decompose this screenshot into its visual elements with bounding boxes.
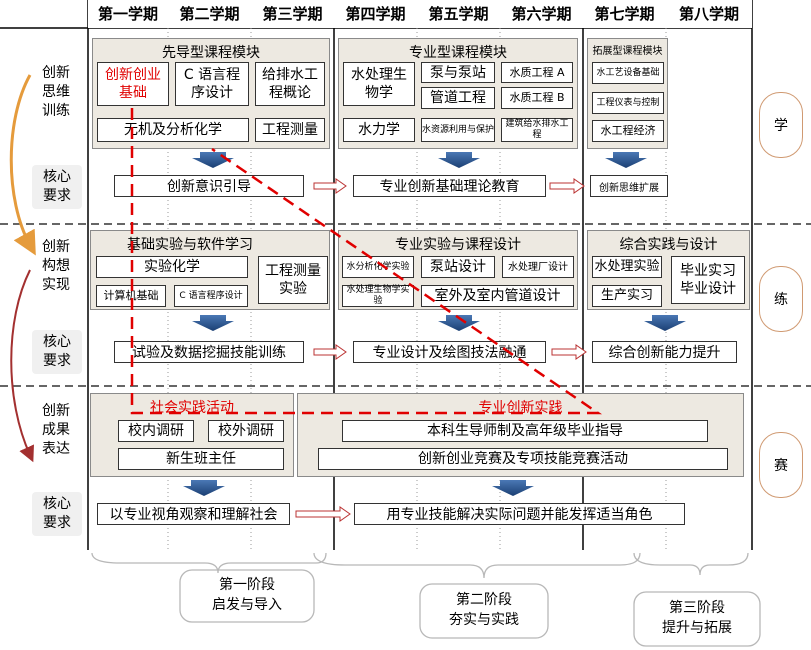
course-c-prog-design: C 语言程序设计 — [174, 285, 248, 307]
phase-3-frame — [633, 591, 761, 647]
course-water-economics: 水工程经济 — [592, 120, 664, 142]
course-water-analysis-exp: 水分析化学实验 — [342, 256, 414, 278]
course-water-bio-exp: 水处理生物学实验 — [342, 285, 414, 307]
semester-7-header: 第七学期 — [583, 0, 666, 28]
phase-3-label: 第三阶段提升与拓展 — [662, 600, 732, 636]
req-solve-problems: 用专业技能解决实际问题并能发挥适当角色 — [354, 503, 685, 525]
right-arrow-r2-2 — [551, 344, 587, 360]
course-production-practice: 生产实习 — [592, 285, 662, 307]
course-building-water: 建筑给水排水工程 — [501, 118, 573, 142]
brace-phase-1 — [91, 552, 327, 574]
semester-6-header: 第六学期 — [500, 0, 583, 28]
course-pipeline: 管道工程 — [421, 87, 495, 109]
req-comprehensive-innovation: 综合创新能力提升 — [592, 341, 737, 363]
semester-2-header: 第二学期 — [168, 0, 251, 28]
red-dashed-path — [130, 108, 603, 415]
course-pumps: 泵与泵站 — [421, 62, 495, 83]
pro-exp-title: 专业实验与课程设计 — [395, 237, 521, 253]
course-instrument-control: 工程仪表与控制 — [592, 92, 664, 114]
right-arrow-r1-1 — [313, 178, 347, 194]
semester-1-header: 第一学期 — [88, 0, 168, 28]
basic-exp-title: 基础实验与软件学习 — [127, 237, 253, 253]
down-arrow-r1-3 — [605, 152, 647, 168]
semester-5-header: 第五学期 — [417, 0, 500, 28]
row2-label: 创新 构想 实现 — [42, 239, 70, 293]
right-arrow-r3-1 — [295, 506, 351, 522]
req-observe-society: 以专业视角观察和理解社会 — [97, 503, 290, 525]
course-survey-exp: 工程测量 实验 — [258, 256, 328, 304]
row1-label: 创新 思维 训练 — [42, 65, 70, 119]
course-pump-design: 泵站设计 — [421, 256, 495, 278]
course-hydraulics: 水力学 — [343, 118, 415, 142]
course-water-quality-a: 水质工程 A — [501, 62, 573, 83]
down-arrow-r2-3 — [644, 315, 686, 331]
course-surveying: 工程测量 — [255, 118, 325, 142]
right-arrow-r2-1 — [313, 344, 347, 360]
brace-phase-2 — [313, 552, 641, 579]
req-data-mining: 试验及数据挖掘技能训练 — [114, 341, 304, 363]
course-analytical-chem: 无机及分析化学 — [97, 118, 249, 142]
course-grad-project: 毕业实习 毕业设计 — [671, 256, 745, 304]
activity-class-mentor: 新生班主任 — [118, 448, 284, 470]
down-arrow-r1-2 — [438, 152, 480, 168]
phase-1-label: 第一阶段启发与导入 — [212, 577, 282, 613]
req-thinking-expansion: 创新思维扩展 — [590, 175, 668, 197]
phase-2-frame — [419, 583, 549, 639]
course-c-programming: C 语言程 序设计 — [175, 62, 249, 106]
brace-phase-3 — [633, 552, 749, 576]
row3-label: 创新 成果 表达 — [42, 403, 70, 457]
activity-competitions: 创新创业竞赛及专项技能竞赛活动 — [318, 448, 728, 470]
down-arrow-r2-1 — [192, 315, 234, 331]
course-water-equipment: 水工艺设备基础 — [592, 62, 664, 84]
course-water-exp: 水处理实验 — [592, 256, 662, 278]
professional-module-title: 专业型课程模块 — [409, 45, 507, 61]
activity-campus-survey: 校内调研 — [118, 420, 194, 442]
course-innovation-basics: 创新创业 基础 — [97, 62, 169, 106]
comp-practice-title: 综合实践与设计 — [619, 237, 718, 253]
course-exp-chem: 实验化学 — [96, 256, 248, 278]
semester-3-header: 第三学期 — [251, 0, 334, 28]
expansion-module-title: 拓展型课程模块 — [592, 46, 663, 57]
course-water-intro: 给排水工 程概论 — [255, 62, 325, 106]
left-curves — [9, 74, 36, 463]
course-water-quality-b: 水质工程 B — [501, 87, 573, 109]
down-arrow-r3-2 — [492, 480, 534, 496]
semester-4-header: 第四学期 — [334, 0, 417, 28]
req-pro-theory: 专业创新基础理论教育 — [353, 175, 546, 197]
course-water-resources: 水资源利用与保护 — [421, 118, 495, 142]
side-oval-study: 学 — [759, 92, 803, 158]
activity-offcampus-survey: 校外调研 — [208, 420, 284, 442]
side-oval-compete: 赛 — [759, 432, 803, 498]
activity-mentor-system: 本科生导师制及高年级毕业指导 — [342, 420, 708, 442]
right-arrow-r1-2 — [549, 178, 585, 194]
row2-core-label: 核心 要求 — [32, 330, 82, 374]
down-arrow-r2-2 — [438, 315, 480, 331]
row3-core-label: 核心 要求 — [32, 492, 82, 536]
leading-module-title: 先导型课程模块 — [162, 45, 260, 61]
req-design-drawing: 专业设计及绘图技法融通 — [353, 341, 546, 363]
course-plant-design: 水处理厂设计 — [502, 256, 574, 278]
course-pipe-design: 室外及室内管道设计 — [421, 285, 574, 307]
semester-8-header: 第八学期 — [666, 0, 752, 28]
side-oval-practice: 练 — [759, 266, 803, 332]
row1-core-label: 核心 要求 — [32, 165, 82, 209]
phase-1-frame — [179, 569, 315, 623]
course-water-bio: 水处理生 物学 — [343, 62, 415, 106]
phase-2-label: 第二阶段夯实与实践 — [449, 592, 519, 628]
down-arrow-r3-1 — [183, 480, 225, 496]
